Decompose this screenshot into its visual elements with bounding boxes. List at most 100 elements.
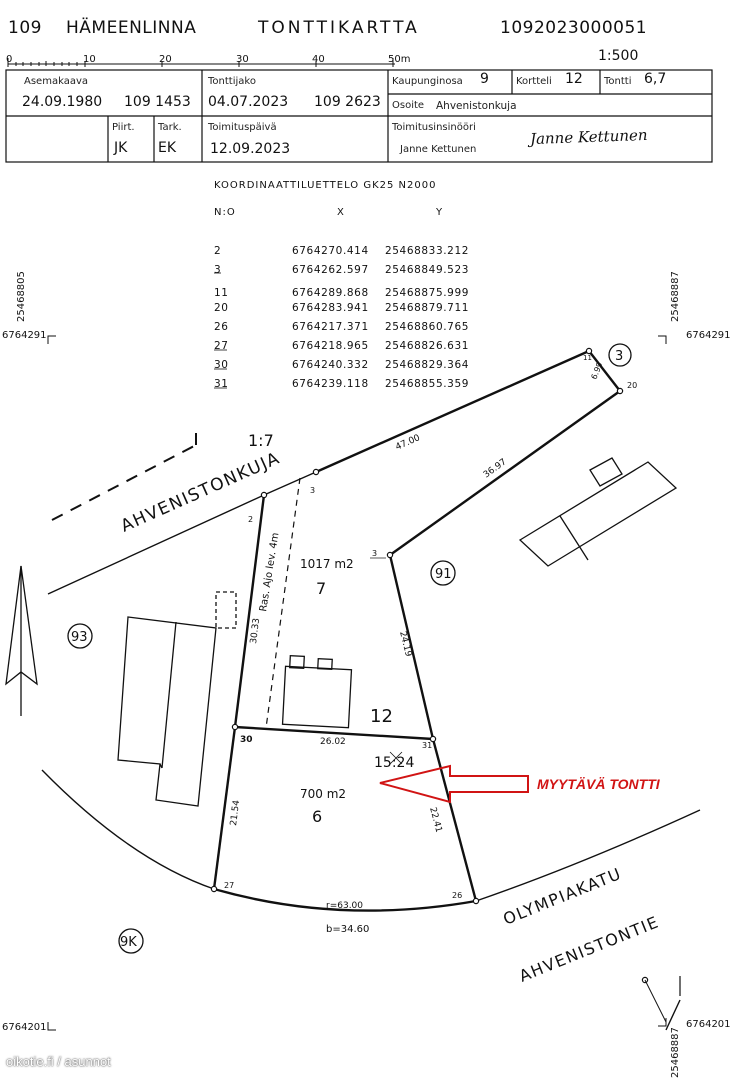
- ruler-label-30: 30: [236, 54, 249, 65]
- coordinate-row-x: 6764240.332: [292, 359, 369, 371]
- coordinate-row-number: 3: [214, 264, 222, 276]
- coordinate-row-y: 25468833.212: [385, 245, 470, 257]
- coordinate-row-x: 6764283.941: [292, 302, 369, 314]
- municipality-name: HÄMEENLINNA: [66, 18, 197, 38]
- coordinate-row-number: 2: [214, 245, 222, 257]
- kaupunginosa-label: Kaupunginosa: [392, 76, 463, 87]
- osoite-label: Osoite: [392, 100, 425, 111]
- coordinate-row-y: 25468829.364: [385, 359, 470, 371]
- arc-length: b=34.60: [326, 924, 369, 935]
- grid-ticks: [47, 335, 667, 1031]
- coordinate-row-x: 6764217.371: [292, 321, 369, 333]
- coordinate-row-x: 6764262.597: [292, 264, 369, 276]
- dimension-699: 6.99: [590, 361, 605, 381]
- toimitusinsinoori-label: Toimitusinsinööri: [392, 122, 476, 133]
- street-ahvenistontie: AHVENISTONTIE: [516, 912, 662, 986]
- tark-label: Tark.: [158, 122, 182, 133]
- info-table-frame: [5, 69, 713, 163]
- coordinate-row-number: 31: [214, 378, 229, 390]
- ruler-label-10: 10: [83, 54, 96, 65]
- coordinate-col-y: Y: [436, 207, 444, 218]
- old-boundary-dashed: [51, 432, 197, 521]
- plan-reference: 1:7: [248, 431, 274, 450]
- coordinate-row-x: 6764218.965: [292, 340, 369, 352]
- block-number: 12: [370, 706, 393, 727]
- property-id: 1092023000051: [500, 18, 648, 38]
- coordinate-row-y: 25468875.999: [385, 287, 470, 299]
- neighbor-3: 3: [615, 349, 623, 364]
- toimituspaiva-label: Toimituspäivä: [208, 122, 277, 133]
- neighbor-91: 91: [435, 567, 452, 582]
- kortteli-value: 12: [565, 71, 583, 87]
- lot6-number: 6: [312, 807, 322, 826]
- buildings: [117, 457, 678, 807]
- coordinate-row-y: 25468826.631: [385, 340, 470, 352]
- coordinate-row-y: 25468855.359: [385, 378, 470, 390]
- coordinate-row-y: 25468860.765: [385, 321, 470, 333]
- kaupunginosa-value: 9: [480, 71, 489, 87]
- point-label-20: 20: [627, 381, 637, 390]
- dimension-2602: 26.02: [320, 737, 346, 747]
- road-edges: [41, 471, 701, 1031]
- for-sale-arrow-icon: [379, 764, 529, 804]
- toimitusinsinoori-name: Janne Kettunen: [400, 144, 477, 155]
- arc-radius: r=63.00: [326, 901, 363, 911]
- point-label-27: 27: [224, 881, 234, 890]
- tontti-label: Tontti: [604, 76, 632, 87]
- asemakaava-date: 24.09.1980: [22, 94, 103, 110]
- document-type: TONTTIKARTTA: [258, 18, 420, 38]
- dimension-3697: 36.97: [482, 457, 509, 480]
- neighbor-93: 93: [71, 630, 88, 645]
- point-label-3: 3: [310, 486, 315, 495]
- grid-x-left-top: 6764291: [2, 330, 47, 341]
- point-label-31: 31: [422, 741, 432, 750]
- piirt-value: JK: [114, 140, 128, 156]
- ruler-label-20: 20: [159, 54, 172, 65]
- dimension-3033: 30.33: [249, 618, 262, 645]
- coordinate-row-y: 25468849.523: [385, 264, 470, 276]
- point-label-11: 11: [583, 354, 592, 362]
- servitude-label: Ras. Ajo lev. 4m: [258, 532, 281, 613]
- lot7-area: 1017 m2: [300, 557, 354, 571]
- street-olympiakatu: OLYMPIAKATU: [500, 864, 624, 929]
- grid-x-right-top: 6764291: [686, 330, 731, 341]
- coordinate-col-no: N:O: [214, 207, 236, 218]
- north-arrow-icon: [5, 565, 38, 716]
- coordinate-row-number: 11: [214, 287, 229, 299]
- scale-ruler: [7, 58, 395, 67]
- tonttijako-number: 109 2623: [314, 94, 381, 110]
- tontti-value: 6,7: [644, 71, 667, 87]
- asemakaava-number: 109 1453: [124, 94, 191, 110]
- osoite-value: Ahvenistonkuja: [436, 100, 517, 112]
- point-label-26: 26: [452, 891, 462, 900]
- neighbor-circles: [67, 343, 632, 954]
- coordinate-row-number: 26: [214, 321, 229, 333]
- dimension-2419: 24.19: [397, 630, 413, 658]
- tonttijako-label: Tonttijako: [208, 76, 256, 87]
- coordinate-list-title: KOORDINAATTILUETTELO GK25 N2000: [214, 180, 437, 191]
- kortteli-label: Kortteli: [516, 76, 552, 87]
- coordinate-underlines: [214, 272, 227, 389]
- lot6-reference: 15:24: [374, 755, 414, 771]
- grid-x-right-bottom: 6764201: [686, 1019, 731, 1030]
- map-scale: 1:500: [598, 48, 639, 64]
- ruler-label-0: 0: [6, 54, 13, 65]
- coordinate-col-x: X: [337, 207, 345, 218]
- dimension-2154: 21.54: [229, 799, 242, 826]
- piirt-label: Piirt.: [112, 122, 135, 133]
- point-label-30: 30: [240, 735, 253, 745]
- tonttijako-date: 04.07.2023: [208, 94, 289, 110]
- ruler-label-40: 40: [312, 54, 325, 65]
- lot6-marker: [389, 751, 403, 765]
- point-label-3b: 3: [372, 549, 377, 558]
- plot-boundaries: [212, 349, 621, 912]
- municipality-code: 109: [8, 18, 42, 38]
- lot6-area: 700 m2: [300, 787, 346, 801]
- ruler-label-50m: 50m: [388, 54, 411, 65]
- coordinate-row-x: 6764270.414: [292, 245, 369, 257]
- coordinate-row-number: 30: [214, 359, 229, 371]
- dimension-2241: 22.41: [427, 806, 443, 833]
- toimituspaiva-value: 12.09.2023: [210, 141, 291, 157]
- asemakaava-label: Asemakaava: [24, 76, 88, 87]
- coordinate-row-y: 25468879.711: [385, 302, 470, 314]
